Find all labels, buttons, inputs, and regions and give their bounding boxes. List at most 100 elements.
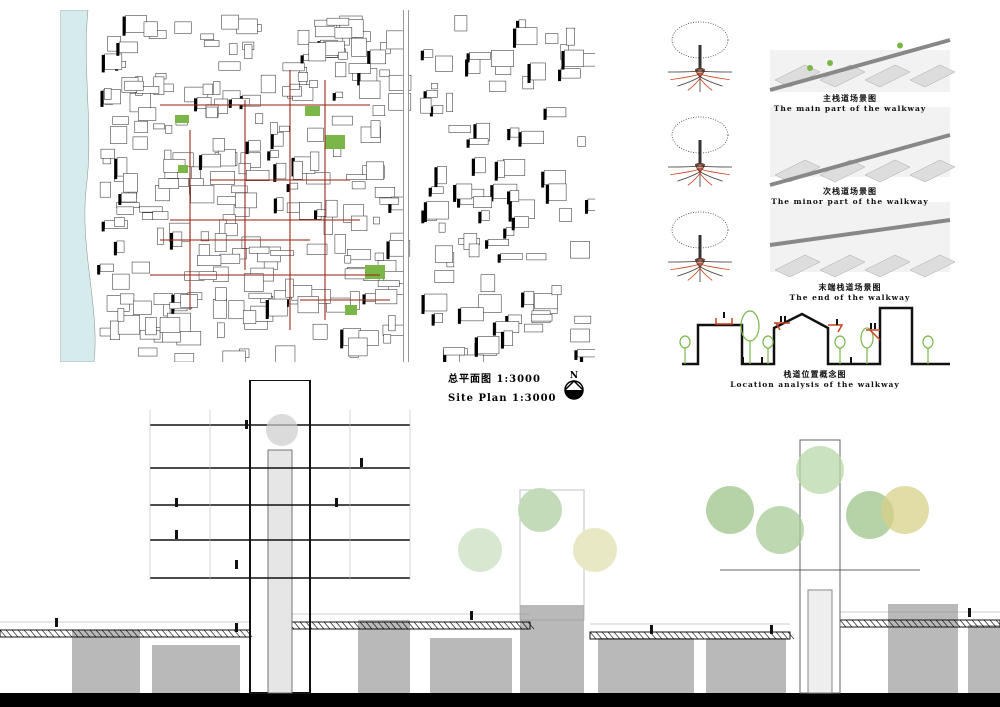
building-shadow — [113, 241, 117, 256]
building-shadow — [511, 217, 515, 231]
building — [359, 80, 381, 99]
building — [325, 199, 338, 218]
building-shadow — [508, 200, 512, 222]
building — [467, 58, 481, 74]
scene-caption-end: 末端栈道场景图 The end of the walkway — [789, 282, 911, 302]
building — [334, 27, 353, 39]
building — [468, 243, 480, 258]
building — [431, 83, 438, 90]
building — [548, 183, 567, 202]
building — [335, 91, 343, 98]
site-plan-map — [60, 10, 595, 362]
building-block — [706, 638, 786, 693]
person-figure — [245, 420, 248, 429]
building — [543, 170, 566, 185]
building — [231, 98, 250, 106]
building — [242, 310, 257, 324]
building — [454, 15, 468, 32]
building — [158, 178, 179, 189]
building — [570, 241, 590, 259]
building-shadow — [494, 161, 498, 181]
building — [306, 172, 331, 185]
building-shadow — [340, 329, 344, 349]
building — [276, 197, 284, 211]
building — [503, 330, 513, 346]
building-shadow — [465, 59, 469, 77]
building-shadow — [122, 16, 126, 36]
building — [530, 62, 546, 81]
tower-section-middle — [458, 488, 617, 621]
scene-caption-main: 主栈道场景图 The main part of the walkway — [773, 93, 927, 113]
building — [159, 317, 181, 333]
building — [587, 198, 595, 211]
building — [99, 181, 111, 198]
building-block — [598, 638, 694, 693]
building — [435, 55, 453, 72]
building — [190, 185, 215, 204]
building-shadow — [543, 108, 547, 120]
building — [297, 296, 319, 314]
building — [224, 223, 238, 237]
building — [515, 27, 538, 46]
building — [145, 317, 157, 336]
building-shadow — [453, 184, 457, 202]
building — [514, 216, 529, 228]
building-shadow — [118, 193, 122, 205]
building — [369, 49, 386, 65]
building — [502, 159, 526, 176]
person-figure — [968, 608, 971, 617]
building — [268, 298, 288, 317]
building-shadow — [505, 315, 509, 327]
building — [432, 105, 444, 114]
building-shadow — [584, 200, 588, 214]
building — [297, 29, 310, 45]
building — [152, 211, 169, 220]
building — [132, 136, 148, 150]
scene-1 — [667, 107, 956, 187]
scene-caption-minor: 次栈道场景图 The minor part of the walkway — [771, 186, 929, 206]
building — [348, 337, 368, 357]
building-shadow — [466, 53, 470, 63]
building — [221, 14, 239, 30]
building — [570, 328, 590, 343]
building — [104, 53, 123, 70]
building — [347, 249, 371, 261]
building — [134, 120, 148, 133]
building-shadow — [286, 184, 290, 193]
building — [351, 181, 366, 190]
building — [99, 263, 114, 272]
building-shadow — [245, 141, 249, 155]
building — [110, 126, 128, 144]
building — [534, 293, 558, 310]
building — [217, 322, 225, 338]
building — [138, 107, 157, 121]
building-shadow — [367, 50, 371, 67]
building — [577, 349, 595, 358]
building — [244, 44, 253, 59]
building-shadow — [332, 93, 336, 101]
building — [198, 244, 210, 257]
building — [248, 246, 270, 254]
building — [375, 289, 398, 305]
building-block — [72, 630, 140, 693]
building — [434, 313, 443, 323]
building — [524, 323, 544, 333]
building — [125, 15, 147, 33]
building — [248, 292, 272, 299]
building-block — [968, 625, 1000, 693]
building-shadow — [521, 292, 525, 308]
building — [564, 49, 584, 67]
building — [577, 136, 586, 147]
building-shadow — [421, 210, 425, 224]
building-shadow — [169, 232, 173, 250]
building — [545, 33, 559, 44]
person-figure — [650, 625, 653, 634]
building-shadow — [114, 158, 118, 180]
building-shadow — [270, 133, 274, 150]
building-shadow — [265, 300, 269, 320]
building — [344, 268, 369, 280]
building — [214, 233, 227, 252]
building — [116, 206, 134, 215]
building — [351, 37, 367, 57]
building-shadow — [423, 91, 427, 101]
